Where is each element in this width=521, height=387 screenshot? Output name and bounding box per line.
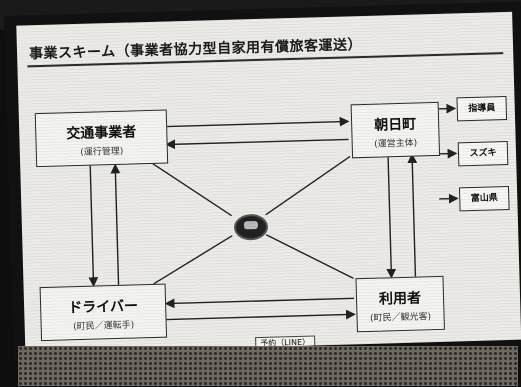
entity-user-name: 利用者	[378, 290, 422, 308]
slide-screen: 事業スキーム（事業者協力型自家用有償旅客運送）	[16, 11, 521, 354]
scheme-connectors	[88, 103, 459, 321]
entity-transport-sub: (運行管理)	[80, 146, 124, 158]
arrow-user-to-driver	[164, 297, 355, 309]
side-box-instructor: 指導員	[456, 96, 508, 122]
arrow-driver-to-user	[166, 309, 356, 321]
line-car-to-town	[265, 155, 351, 216]
entity-user: 利用者 (町民／観光客)	[355, 275, 445, 333]
line-car-to-user	[265, 234, 354, 279]
arrow-user-to-town	[407, 153, 418, 277]
tv-speaker-grille	[18, 346, 518, 386]
entity-transport-name: 交通事業者	[66, 124, 137, 143]
line-transport-to-car	[149, 161, 233, 217]
entity-town-sub: (運営主体)	[374, 138, 418, 150]
arrow-transport-to-driver	[88, 165, 99, 288]
tv-frame: 事業スキーム（事業者協力型自家用有償旅客運送）	[4, 1, 521, 361]
entity-transport-operator: 交通事業者 (運行管理)	[34, 109, 169, 168]
arrow-town-to-transport	[165, 138, 349, 150]
entity-town-name: 朝日町	[373, 116, 417, 134]
arrow-driver-to-transport	[110, 163, 121, 285]
entity-driver-name: ドライバー	[68, 298, 139, 317]
arrow-town-to-prefecture	[439, 193, 459, 204]
entity-user-sub: (町民／観光客)	[369, 312, 432, 324]
side-box-suzuki: スズキ	[457, 140, 509, 167]
entity-asahi-town: 朝日町 (運営主体)	[350, 101, 441, 159]
side-box-prefecture: 富山県	[458, 185, 510, 212]
entity-driver-sub: (町民／運転手)	[73, 320, 135, 333]
line-driver-to-car	[153, 235, 233, 285]
arrow-town-to-instructor	[436, 103, 457, 114]
entity-driver: ドライバー (町民／運転手)	[39, 283, 168, 342]
arrow-town-to-user	[386, 155, 397, 279]
arrow-transport-to-town	[166, 116, 350, 128]
arrow-town-to-suzuki	[438, 148, 458, 159]
